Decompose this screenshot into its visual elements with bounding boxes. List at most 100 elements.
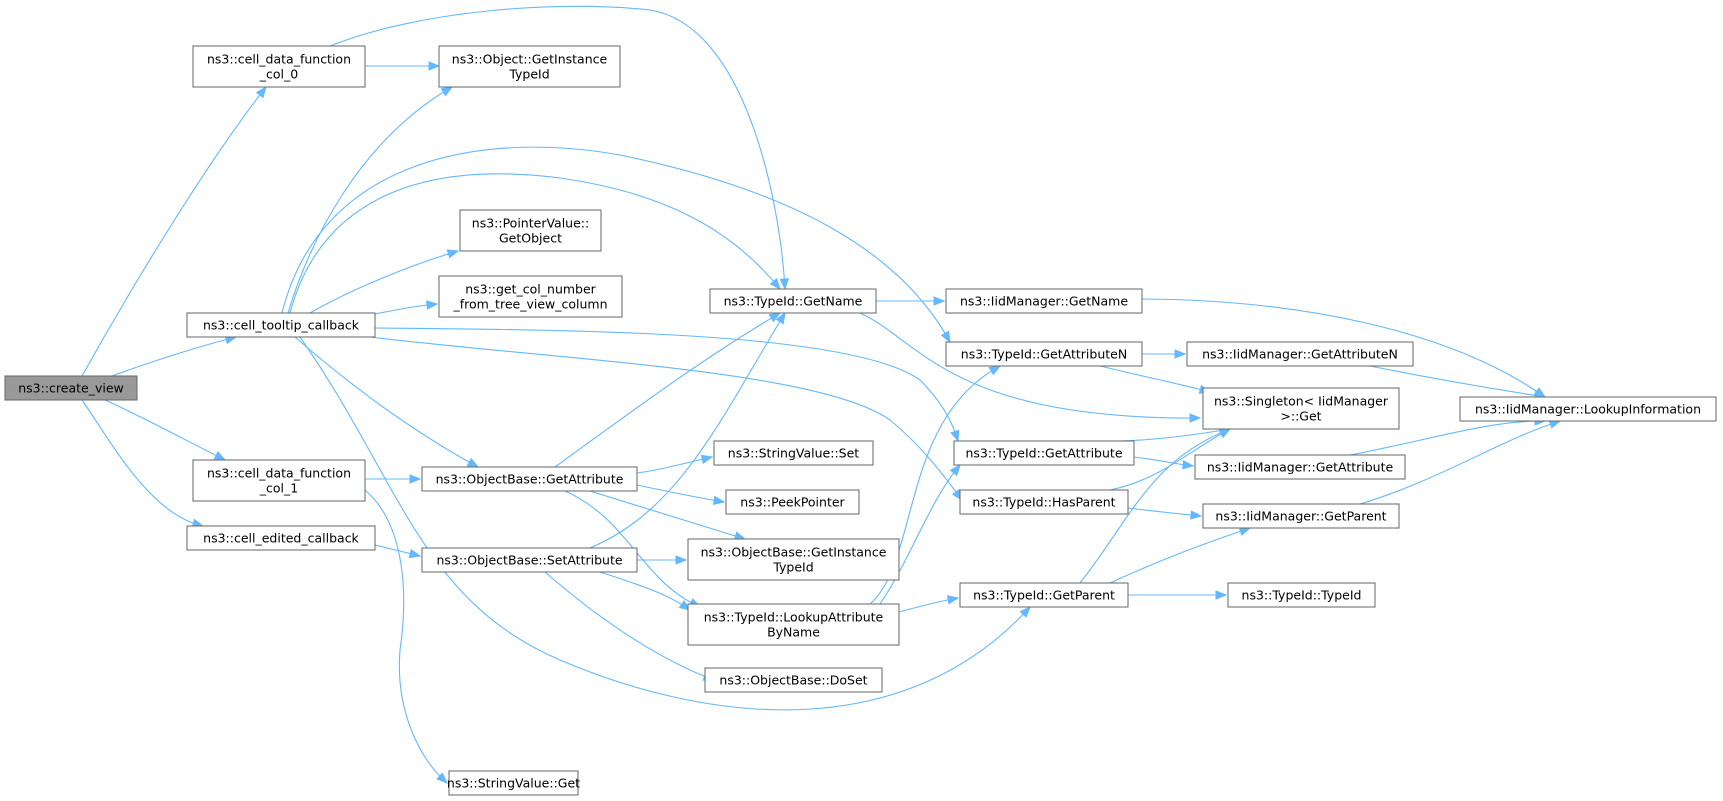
- node-create-view[interactable]: ns3::create_view: [4, 375, 138, 401]
- edge-objbase-getattribute-to-typeid-getname: [554, 312, 782, 468]
- node-objbase-doset[interactable]: ns3::ObjectBase::DoSet: [704, 667, 883, 693]
- node-iidmgr-getattribute[interactable]: ns3::IidManager::GetAttribute: [1194, 454, 1406, 480]
- node-cdf-col-1[interactable]: ns3::cell_data_function_col_1: [192, 459, 366, 502]
- edge-cell-tooltip-callback-to-get-col-number: [374, 300, 439, 315]
- node-label: _col_0: [259, 67, 298, 82]
- node-typeid-getparent[interactable]: ns3::TypeId::GetParent: [959, 582, 1129, 608]
- edge-cell-tooltip-callback-to-typeid-getname: [289, 173, 781, 314]
- node-label: ns3::IidManager::LookupInformation: [1475, 402, 1701, 417]
- arrowhead: [988, 365, 1002, 376]
- call-edges: [81, 5, 1562, 784]
- edge-cdf-col-0-to-obj-get-instance-typeid-1: [365, 61, 441, 71]
- node-label: ns3::TypeId::GetAttribute: [965, 446, 1122, 461]
- edge-cdf-col-1-to-stringvalue-get: [364, 489, 448, 784]
- edge-cell-tooltip-callback-to-objbase-getattribute: [294, 336, 480, 468]
- node-singleton-get[interactable]: ns3::Singleton< IidManager >::Get: [1202, 387, 1400, 430]
- arrowhead: [768, 312, 782, 323]
- node-iidmgr-getattributen[interactable]: ns3::IidManager::GetAttributeN: [1186, 341, 1414, 367]
- node-label: ns3::cell_edited_callback: [203, 531, 359, 546]
- edge-cell-tooltip-callback-to-typeid-getattributen: [281, 146, 951, 344]
- edge-cdf-col-1-to-objbase-getattribute: [365, 474, 422, 484]
- node-label: ns3::PointerValue::: [472, 216, 589, 231]
- node-box: [192, 45, 366, 88]
- arrowhead: [1019, 606, 1031, 618]
- node-peekpointer[interactable]: ns3::PeekPointer: [725, 489, 860, 515]
- node-box: [459, 209, 602, 252]
- node-box: [959, 489, 1129, 515]
- node-box: [192, 459, 366, 502]
- node-get-col-number[interactable]: ns3::get_col_number_from_tree_view_colum…: [438, 275, 623, 318]
- arrowhead: [446, 249, 460, 259]
- edge-cell-tooltip-callback-to-typeid-getattribute: [374, 327, 960, 443]
- node-box: [186, 312, 376, 338]
- node-label: ns3::StringValue::Get: [447, 776, 580, 791]
- node-objbase-getattribute[interactable]: ns3::ObjectBase::GetAttribute: [421, 466, 638, 492]
- node-label: >::Get: [1280, 409, 1321, 424]
- node-typeid-hasparent[interactable]: ns3::TypeId::HasParent: [959, 489, 1129, 515]
- node-stringvalue-get[interactable]: ns3::StringValue::Get: [447, 770, 580, 796]
- node-box: [959, 582, 1129, 608]
- node-box: [448, 770, 579, 796]
- node-label: ns3::cell_data_function: [207, 466, 351, 481]
- node-cell-tooltip-callback[interactable]: ns3::cell_tooltip_callback: [186, 312, 376, 338]
- edge-typeid-getattributen-to-singleton-get: [1099, 365, 1212, 394]
- node-box: [945, 341, 1143, 367]
- edge-typeid-getname-to-singleton-get: [859, 312, 1202, 423]
- arrowhead: [779, 278, 790, 291]
- arrowhead: [440, 86, 454, 97]
- arrowhead: [1215, 590, 1228, 600]
- arrowhead: [678, 600, 692, 611]
- arrowhead: [775, 311, 786, 325]
- edge-cell-edited-callback-to-objbase-setattribute: [374, 544, 422, 559]
- node-label: ns3::PeekPointer: [740, 495, 845, 510]
- node-pointervalue-getobject[interactable]: ns3::PointerValue::GetObject: [459, 209, 602, 252]
- arrowhead: [1238, 526, 1252, 536]
- arrowhead: [436, 772, 448, 784]
- node-label: ns3::ObjectBase::GetAttribute: [436, 472, 624, 487]
- edge-objbase-getattribute-to-objbase-get-instance-typeid: [589, 490, 747, 541]
- node-box: [421, 547, 638, 573]
- node-label: ns3::Object::GetInstance: [452, 52, 608, 67]
- node-stringvalue-set[interactable]: ns3::StringValue::Set: [713, 440, 874, 466]
- node-label: ns3::IidManager::GetAttribute: [1207, 460, 1394, 475]
- node-typeid-getattributen[interactable]: ns3::TypeId::GetAttributeN: [945, 341, 1143, 367]
- node-label: ns3::TypeId::HasParent: [972, 495, 1115, 510]
- node-iidmgr-getname[interactable]: ns3::IidManager::GetName: [945, 288, 1143, 314]
- node-box: [713, 440, 874, 466]
- node-label: TypeId: [508, 67, 549, 82]
- node-box: [1194, 454, 1406, 480]
- node-box: [438, 45, 621, 88]
- node-box: [704, 667, 883, 693]
- edge-objbase-setattribute-to-typeid-lookupattributebyname: [599, 571, 692, 611]
- node-box: [1186, 341, 1414, 367]
- node-label: _col_1: [259, 481, 298, 496]
- node-iidmgr-lookupinformation[interactable]: ns3::IidManager::LookupInformation: [1459, 396, 1717, 422]
- node-label: ns3::IidManager::GetName: [960, 294, 1128, 309]
- node-typeid-typeid[interactable]: ns3::TypeId::TypeId: [1227, 582, 1376, 608]
- node-objbase-setattribute[interactable]: ns3::ObjectBase::SetAttribute: [421, 547, 638, 573]
- node-iidmgr-getparent[interactable]: ns3::IidManager::GetParent: [1202, 503, 1400, 529]
- arrowhead: [950, 429, 960, 443]
- arrowhead: [213, 451, 227, 461]
- node-label: ns3::IidManager::GetParent: [1215, 509, 1386, 524]
- node-box: [687, 538, 900, 581]
- arrowhead: [940, 330, 951, 344]
- node-typeid-getattribute[interactable]: ns3::TypeId::GetAttribute: [953, 440, 1135, 466]
- node-box: [687, 603, 900, 646]
- node-box: [421, 466, 638, 492]
- edge-typeid-getparent-to-iidmgr-getparent: [1109, 526, 1252, 584]
- edge-typeid-hasparent-to-iidmgr-getparent: [1127, 507, 1203, 520]
- node-cdf-col-0[interactable]: ns3::cell_data_function_col_0: [192, 45, 366, 88]
- arrowhead: [675, 555, 688, 565]
- node-cell-edited-callback[interactable]: ns3::cell_edited_callback: [186, 525, 376, 551]
- node-box: [186, 525, 376, 551]
- arrowhead: [712, 495, 726, 505]
- arrowhead: [949, 463, 961, 477]
- node-box: [1227, 582, 1376, 608]
- node-label: ns3::TypeId::GetAttributeN: [961, 347, 1127, 362]
- node-typeid-getname[interactable]: ns3::TypeId::GetName: [709, 288, 877, 314]
